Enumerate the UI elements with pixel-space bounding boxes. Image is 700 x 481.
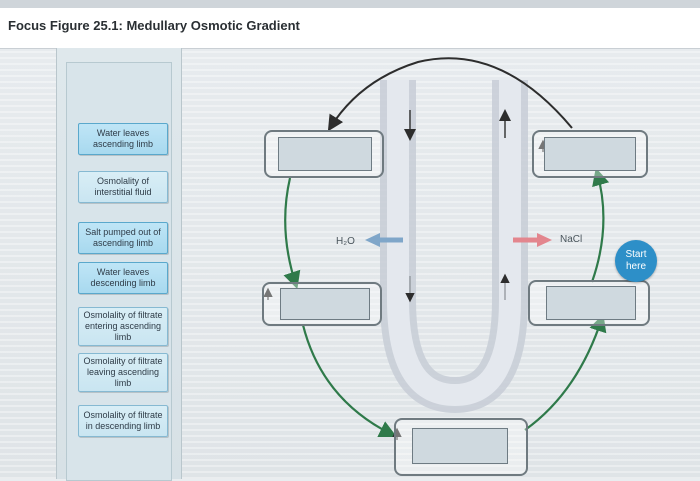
label-osmolality-entering-ascending[interactable]: Osmolality of filtrate entering ascendin…: [78, 307, 168, 346]
left-lower-arc-arrow: [301, 324, 397, 438]
drop-zone-top-right-slot[interactable]: [544, 137, 636, 171]
drop-zone-top-left[interactable]: [264, 130, 384, 178]
label-water-leaves-descending[interactable]: Water leaves descending limb: [78, 262, 168, 294]
left-upper-arc-arrow: [283, 177, 301, 290]
start-here-badge: Start here: [615, 240, 657, 282]
loop-of-henle: [380, 80, 528, 414]
nacl-label: NaCl: [560, 234, 583, 245]
label-salt-pumped-out[interactable]: Salt pumped out of ascending limb: [78, 222, 168, 254]
label-osmolality-leaving-ascending[interactable]: Osmolality of filtrate leaving ascending…: [78, 353, 168, 392]
h2o-arrowhead: [365, 233, 380, 247]
header: Focus Figure 25.1: Medullary Osmotic Gra…: [0, 8, 700, 49]
right-upper-arc-arrow: [590, 167, 610, 283]
label-osmolality-descending[interactable]: Osmolality of filtrate in descending lim…: [78, 405, 168, 437]
h2o-label: H₂O: [336, 236, 355, 247]
label-water-leaves-ascending[interactable]: Water leaves ascending limb: [78, 123, 168, 155]
drop-zone-middle-right[interactable]: [528, 280, 650, 326]
top-bar: [0, 0, 700, 8]
drop-zone-middle-right-slot[interactable]: [546, 286, 636, 320]
drop-zone-top-right[interactable]: [532, 130, 648, 178]
drop-zone-top-left-slot[interactable]: [278, 137, 372, 171]
label-osmolality-interstitial[interactable]: Osmolality of interstitial fluid: [78, 171, 168, 203]
drop-zone-middle-left-slot[interactable]: [280, 288, 370, 320]
nacl-arrowhead: [537, 233, 552, 247]
drop-zone-bottom-slot[interactable]: [412, 428, 508, 464]
page-title: Focus Figure 25.1: Medullary Osmotic Gra…: [8, 18, 300, 33]
top-arc-arrow: [327, 57, 573, 132]
right-lower-arc-arrow: [524, 313, 607, 431]
drop-zone-bottom[interactable]: [394, 418, 528, 476]
drop-zone-middle-left[interactable]: [262, 282, 382, 326]
